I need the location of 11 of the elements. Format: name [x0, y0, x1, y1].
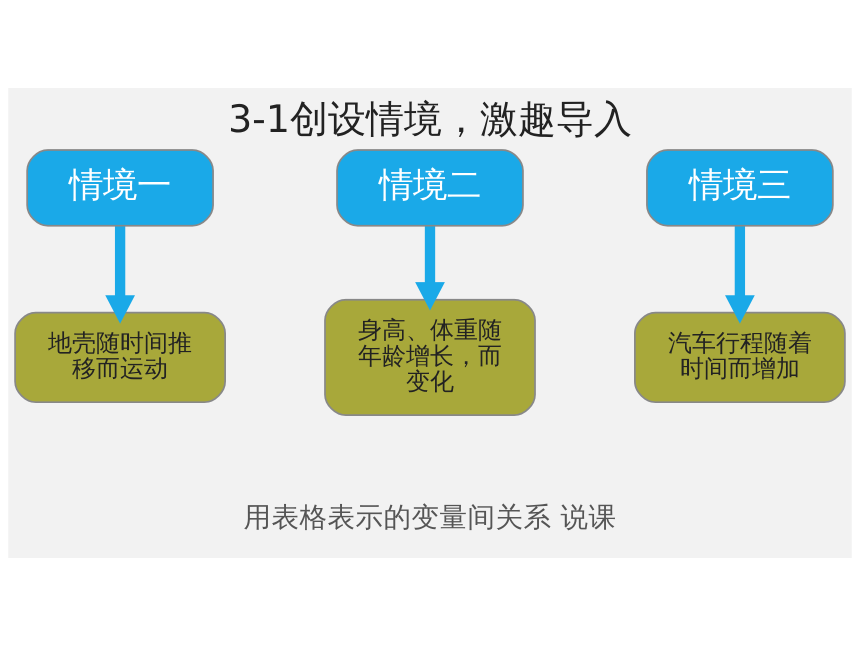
node-box: 情境三	[646, 148, 834, 226]
node-box: 情境一	[26, 148, 214, 226]
arrow	[415, 226, 445, 310]
node-box: 身高、体重随年龄增长，而变化	[324, 298, 536, 416]
node-box: 汽车行程随着时间而增加	[634, 311, 846, 403]
arrow	[105, 226, 135, 324]
arrow	[725, 226, 755, 324]
node-box: 地壳随时间推移而运动	[14, 311, 226, 403]
node-box: 情境二	[336, 148, 524, 226]
caption: 用表格表示的变量间关系 说课	[244, 501, 616, 534]
diagram-title: 3-1创设情境，激趣导入	[228, 96, 632, 141]
